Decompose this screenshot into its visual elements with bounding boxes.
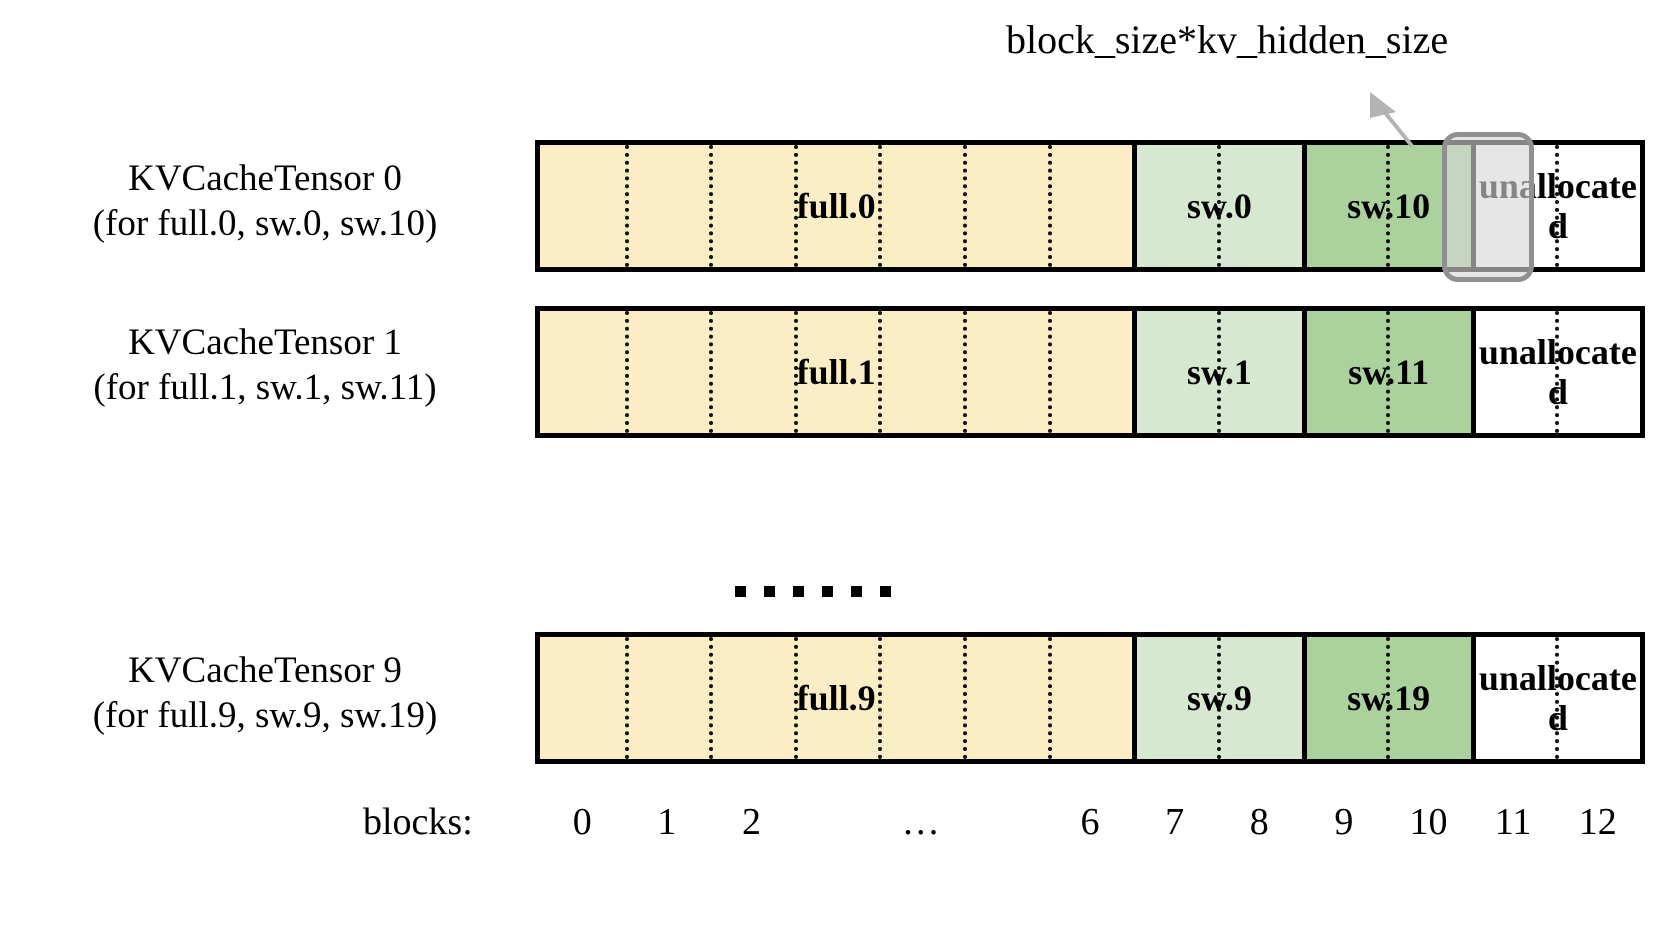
bar-segment-label: full.1 bbox=[796, 351, 876, 392]
block-separator bbox=[963, 145, 968, 267]
block-separator bbox=[963, 311, 968, 433]
highlight-callout-box bbox=[1442, 132, 1534, 282]
block-separator bbox=[878, 145, 883, 267]
bar-segment-label: full.0 bbox=[796, 185, 876, 226]
block-tick: 11 bbox=[1494, 801, 1532, 843]
block-separator bbox=[709, 637, 714, 759]
block-separator bbox=[1216, 145, 1221, 267]
block-separator bbox=[1555, 311, 1560, 433]
ellipsis-dot bbox=[851, 586, 862, 597]
block-separator bbox=[1386, 637, 1391, 759]
ellipsis-dot bbox=[764, 586, 775, 597]
block-separator bbox=[624, 311, 629, 433]
block-separator bbox=[1386, 311, 1391, 433]
block-tick: 9 bbox=[1334, 801, 1354, 843]
row-label-line1: KVCacheTensor 9 bbox=[128, 650, 402, 691]
block-separator bbox=[709, 145, 714, 267]
ellipsis-dot bbox=[793, 586, 804, 597]
row-label-0: KVCacheTensor 0 (for full.0, sw.0, sw.10… bbox=[30, 156, 500, 246]
row-label-line2: (for full.9, sw.9, sw.19) bbox=[92, 695, 438, 737]
block-separator bbox=[793, 637, 798, 759]
callout-label: block_size*kv_hidden_size bbox=[1006, 17, 1449, 62]
ellipsis-dot bbox=[735, 586, 746, 597]
block-tick: 6 bbox=[1080, 801, 1100, 843]
row-label-line2: (for full.0, sw.0, sw.10) bbox=[92, 203, 438, 245]
block-separator bbox=[1047, 637, 1052, 759]
block-separator bbox=[793, 311, 798, 433]
block-separator bbox=[709, 311, 714, 433]
block-tick: 2 bbox=[742, 801, 762, 843]
block-tick: 1 bbox=[657, 801, 677, 843]
block-separator bbox=[624, 145, 629, 267]
row-label-line1: KVCacheTensor 1 bbox=[128, 322, 402, 363]
block-separator bbox=[624, 637, 629, 759]
block-separator bbox=[878, 311, 883, 433]
bar-segment-full[interactable]: full.0 bbox=[540, 145, 1133, 267]
block-separator bbox=[793, 145, 798, 267]
bar-segment-full[interactable]: full.9 bbox=[540, 637, 1133, 759]
ellipsis-dot bbox=[822, 586, 833, 597]
block-separator bbox=[1216, 311, 1221, 433]
block-separator bbox=[1555, 637, 1560, 759]
row-label-2: KVCacheTensor 9 (for full.9, sw.9, sw.19… bbox=[30, 648, 500, 738]
block-tick: 10 bbox=[1409, 801, 1448, 843]
block-separator bbox=[1216, 637, 1221, 759]
block-separator bbox=[878, 637, 883, 759]
row-label-1: KVCacheTensor 1 (for full.1, sw.1, sw.11… bbox=[30, 320, 500, 410]
row-label-line2: (for full.1, sw.1, sw.11) bbox=[93, 367, 437, 409]
bar-segment-full[interactable]: full.1 bbox=[540, 311, 1133, 433]
block-tick: 8 bbox=[1249, 801, 1269, 843]
axis-title: blocks: bbox=[363, 801, 473, 843]
block-tick: … bbox=[901, 801, 940, 843]
block-tick: 12 bbox=[1578, 801, 1617, 843]
row-label-line1: KVCacheTensor 0 bbox=[128, 158, 402, 199]
block-separator bbox=[1386, 145, 1391, 267]
block-tick: 0 bbox=[572, 801, 592, 843]
block-separator bbox=[1047, 311, 1052, 433]
bar-segment-sw-light[interactable]: sw.9 bbox=[1132, 637, 1302, 759]
block-separator bbox=[1555, 145, 1560, 267]
block-separator bbox=[963, 637, 968, 759]
ellipsis-dot bbox=[880, 586, 891, 597]
bar-segment-label: full.9 bbox=[796, 677, 876, 718]
vertical-ellipsis bbox=[735, 586, 891, 597]
block-separator bbox=[1047, 145, 1052, 267]
block-tick: 7 bbox=[1165, 801, 1185, 843]
